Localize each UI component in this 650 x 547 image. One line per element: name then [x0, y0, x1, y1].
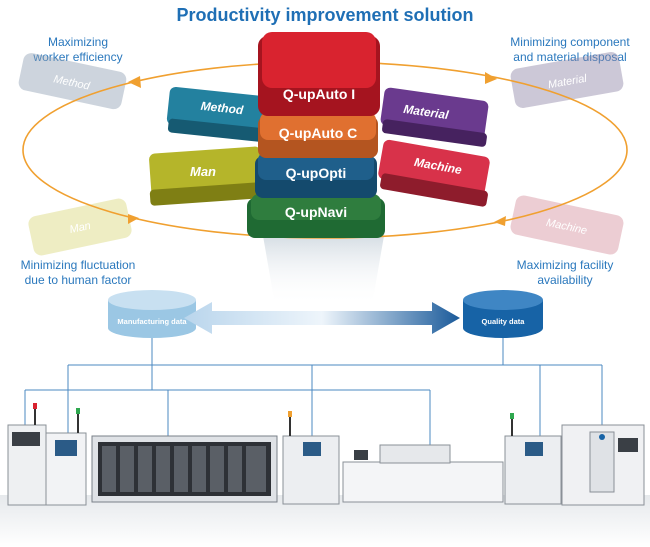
ghost-gear-machine: [510, 195, 624, 255]
network-lines: [24, 338, 603, 450]
page-title: Productivity improvement solution: [176, 5, 474, 25]
caption-material-disposal: Minimizing component and material dispos…: [510, 35, 630, 64]
machine-inspection: [282, 411, 340, 505]
gear-label-man: Man: [190, 164, 216, 179]
caption-worker-efficiency: Maximizing worker efficiency: [33, 35, 123, 64]
database-label-manufacturing: Manufacturing data: [117, 317, 187, 326]
machine-conveyor: [342, 444, 504, 503]
orbit-arrow-bottom-right: [494, 216, 506, 226]
stack-label-navi: Q-upNavi: [285, 204, 347, 220]
ghost-gear-method: [18, 53, 127, 110]
gear-label-material: Material: [403, 102, 451, 122]
gear-label-method: Method: [200, 99, 245, 117]
stack-layer-auto-c: Q-upAuto C: [258, 112, 378, 158]
database-label-quality: Quality data: [482, 317, 526, 326]
ghost-label-man: Man: [68, 220, 91, 236]
stack-label-auto-c: Q-upAuto C: [279, 125, 358, 141]
gear-stack: Q-upNavi Q-upOpti Q-upAuto C Q-upAuto I: [247, 32, 385, 238]
gear-material: Material: [380, 87, 489, 147]
production-line: [7, 403, 645, 506]
ghost-gear-man: [28, 198, 132, 256]
stack-layer-opti: Q-upOpti: [255, 152, 377, 198]
orbit-arrow-right: [485, 72, 497, 84]
stack-label-auto-i: Q-upAuto I: [283, 86, 355, 102]
database-quality: Quality data: [463, 290, 543, 338]
machine-loader: [7, 403, 47, 506]
gear-man: Man: [149, 146, 263, 206]
machine-printer: [45, 408, 87, 506]
stack-layer-auto-i: Q-upAuto I: [258, 32, 380, 116]
orbit-arrow-left: [128, 76, 141, 88]
stack-layer-navi: Q-upNavi: [247, 194, 385, 238]
light-beam: [262, 230, 385, 305]
data-exchange-arrow: [184, 302, 460, 334]
database-manufacturing: Manufacturing data: [108, 290, 196, 338]
machine-mounter-bank: [91, 435, 278, 503]
caption-facility-availability: Maximizing facility availability: [516, 258, 614, 287]
gear-machine: Machine: [378, 139, 490, 207]
machine-aoi: [504, 413, 562, 505]
machine-reflow: [561, 424, 645, 506]
gear-method: Method: [166, 86, 280, 144]
stack-label-opti: Q-upOpti: [286, 165, 347, 181]
ghost-gear-material: [510, 52, 624, 108]
orbit-arrow-bottom-left: [128, 214, 139, 224]
ghost-gears: Method Material Man Machine: [18, 52, 624, 256]
caption-human-factor: Minimizing fluctuation due to human fact…: [20, 258, 136, 287]
